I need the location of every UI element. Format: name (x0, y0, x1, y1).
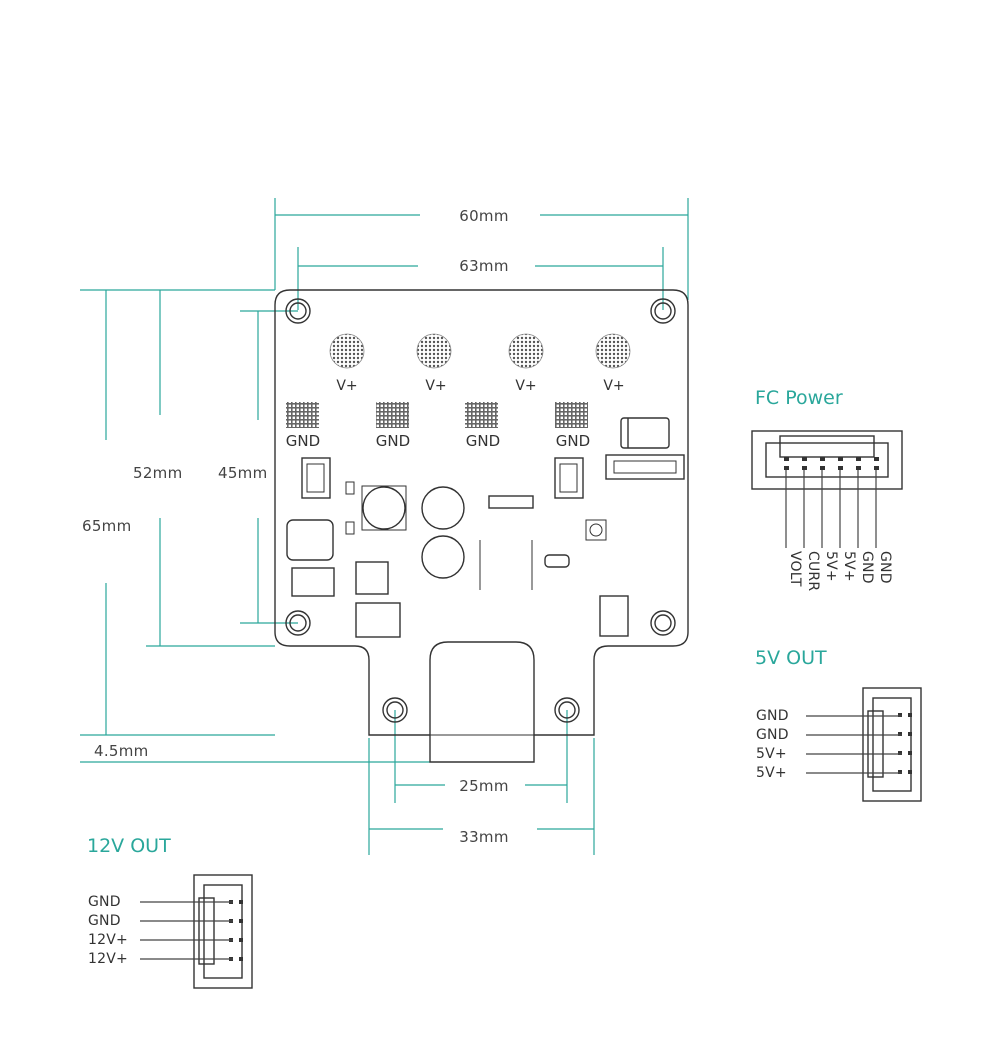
vplus-label: V+ (515, 378, 536, 394)
pdb-board: V+ V+ V+ V+ GND GND GND GND (274, 289, 689, 763)
pad-grid-icon (329, 333, 365, 369)
dim-height-holes: 45mm (218, 464, 268, 482)
dimension-lines (80, 198, 689, 855)
dim-tab-offset: 4.5mm (94, 742, 149, 760)
mounting-hole-icon (285, 298, 676, 723)
fc-pin-label: 5V+ (823, 551, 839, 582)
main-power-connector (429, 641, 535, 763)
board-outline (274, 289, 689, 736)
fuse (620, 417, 670, 449)
connector-icon (301, 454, 685, 499)
fc-power-connector (751, 430, 903, 548)
dim-tab-holes: 25mm (459, 777, 509, 795)
vplus-label: V+ (603, 378, 624, 394)
out-5v-pin-label: 5V+ (756, 746, 787, 762)
fc-power-pins (784, 457, 879, 470)
gnd-label: GND (466, 432, 500, 450)
out-5v-connector (806, 687, 922, 802)
out-12v-pin-label: 12V+ (88, 932, 128, 948)
dim-width-outer: 60mm (459, 207, 509, 225)
out-5v-title: 5V OUT (755, 647, 827, 669)
out-5v-pin-label: GND (756, 727, 789, 743)
gnd-label: GND (556, 432, 590, 450)
pad-grid-icon (595, 333, 631, 369)
out-12v-connector (140, 874, 253, 989)
out-12v-pin-label: GND (88, 913, 121, 929)
out-5v-pin-label: 5V+ (756, 765, 787, 781)
dim-tab-width: 33mm (459, 828, 509, 846)
fc-pin-label: 5V+ (841, 551, 857, 582)
out-12v-pin-label: 12V+ (88, 951, 128, 967)
dim-width-holes: 63mm (459, 257, 509, 275)
vplus-label: V+ (336, 378, 357, 394)
pad-grid-icon (416, 333, 452, 369)
out-5v-pin-label: GND (756, 708, 789, 724)
vplus-pads (329, 333, 631, 369)
out-12v-pin-label: GND (88, 894, 121, 910)
capacitor-icon (361, 485, 465, 579)
gnd-label: GND (286, 432, 320, 450)
fc-pin-label: VOLT (787, 551, 803, 587)
fc-pin-label: CURR (805, 551, 821, 591)
gnd-label: GND (376, 432, 410, 450)
pad-grid-icon (508, 333, 544, 369)
dim-height-total: 65mm (82, 517, 132, 535)
fc-power-title: FC Power (755, 387, 843, 409)
vplus-label: V+ (425, 378, 446, 394)
dim-height-left: 52mm (133, 464, 183, 482)
out-12v-title: 12V OUT (87, 835, 171, 857)
fc-pin-label: GND (859, 551, 875, 584)
fc-pin-label: GND (877, 551, 893, 584)
board-components (286, 481, 629, 638)
gnd-pads (286, 402, 588, 428)
